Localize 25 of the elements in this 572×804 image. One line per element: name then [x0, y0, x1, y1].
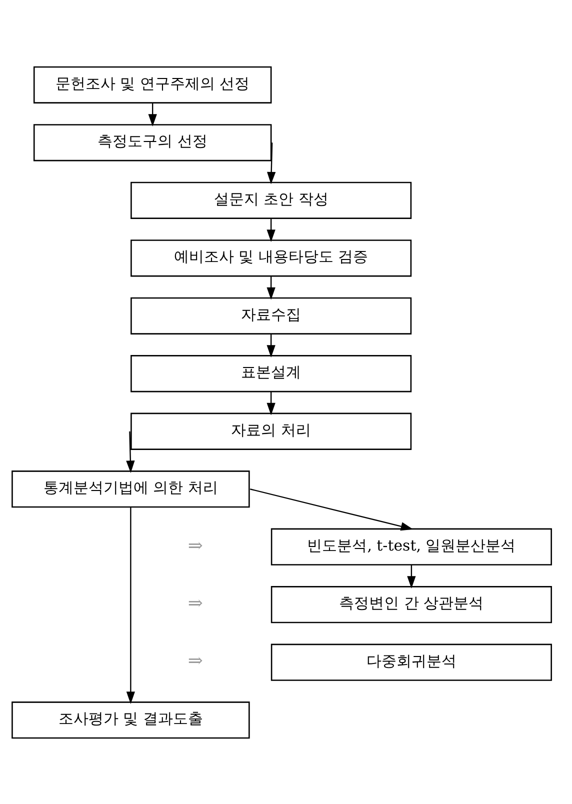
arrow — [267, 142, 276, 184]
node-box: 조사평가 및 결과도출 — [12, 701, 250, 738]
node-box: 통계분석기법에 의한 처리 — [12, 470, 250, 508]
arrow — [266, 218, 276, 242]
node-box: 자료의 처리 — [130, 412, 412, 450]
node-box: 측정도구의 선정 — [33, 124, 272, 161]
arrow — [407, 564, 416, 588]
node-box: 예비조사 및 내용타당도 검증 — [130, 239, 412, 276]
arrow — [266, 333, 276, 358]
arrow — [266, 276, 276, 300]
node-box: 설문지 초안 작성 — [130, 181, 412, 218]
node-box: 측정변인 간 상관분석 — [270, 586, 552, 623]
node-box: 다중회귀분석 — [270, 643, 552, 680]
label: ⇒ — [188, 592, 203, 614]
arrow — [266, 391, 276, 415]
arrow — [126, 506, 136, 704]
node-box: 문헌조사 및 연구주제의 선정 — [33, 66, 272, 103]
node-box: 빈도분석, t-test, 일원분산분석 — [270, 528, 552, 565]
label: ⇒ — [188, 650, 203, 672]
arrow — [250, 488, 414, 530]
arrow — [148, 102, 157, 126]
node-box: 자료수집 — [130, 296, 412, 334]
arrow — [126, 430, 135, 472]
label: ⇒ — [188, 534, 203, 556]
node-box: 표본설계 — [130, 354, 412, 392]
